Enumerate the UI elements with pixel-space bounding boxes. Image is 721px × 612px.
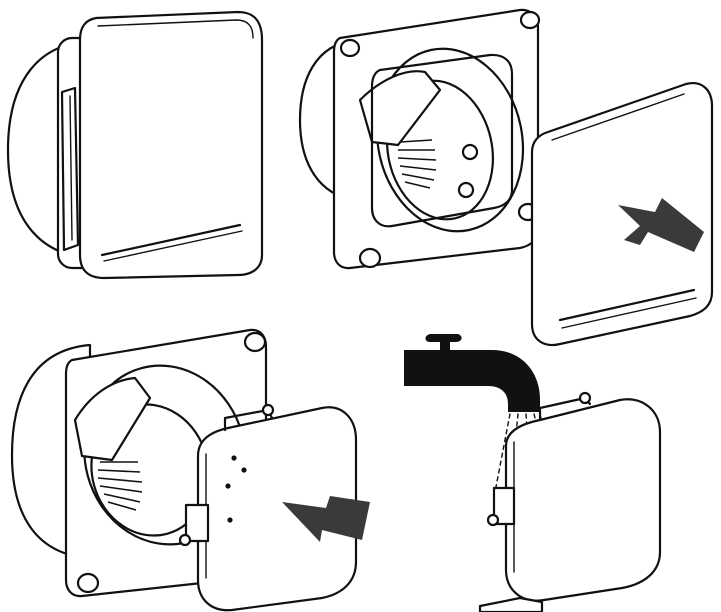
panel-1-fan-assembled: [6, 10, 264, 280]
inner-cover-frame: [370, 53, 514, 228]
panel-4-cover-rinse: [404, 334, 662, 612]
screw-cap: [243, 331, 267, 353]
panel-3-inner-cover-removal: [10, 328, 370, 612]
cover-tab: [184, 503, 210, 543]
screw-cap: [76, 572, 100, 594]
indicator-strip: [100, 223, 242, 257]
removal-arrow-icon: [282, 496, 370, 542]
front-cover: [78, 10, 264, 280]
next-panel-partial: [478, 596, 544, 612]
impeller-grille: [97, 461, 143, 511]
panel-2-front-cover-removal: [298, 8, 714, 347]
impeller-grille: [397, 139, 437, 189]
screw-cap: [519, 10, 541, 30]
cover-being-rinsed: [504, 398, 662, 602]
cover-tab: [492, 486, 516, 526]
screw-cap: [358, 247, 382, 269]
detached-front-cover: [530, 82, 714, 347]
side-lip: [60, 86, 80, 252]
indicator-strip: [558, 288, 696, 322]
motor-clip: [358, 70, 442, 147]
removal-arrow-icon: [618, 198, 704, 252]
motor-clip: [73, 376, 152, 462]
water-tap-icon: [404, 334, 540, 412]
screw-cap: [339, 38, 361, 58]
detached-inner-cover: [196, 406, 358, 612]
